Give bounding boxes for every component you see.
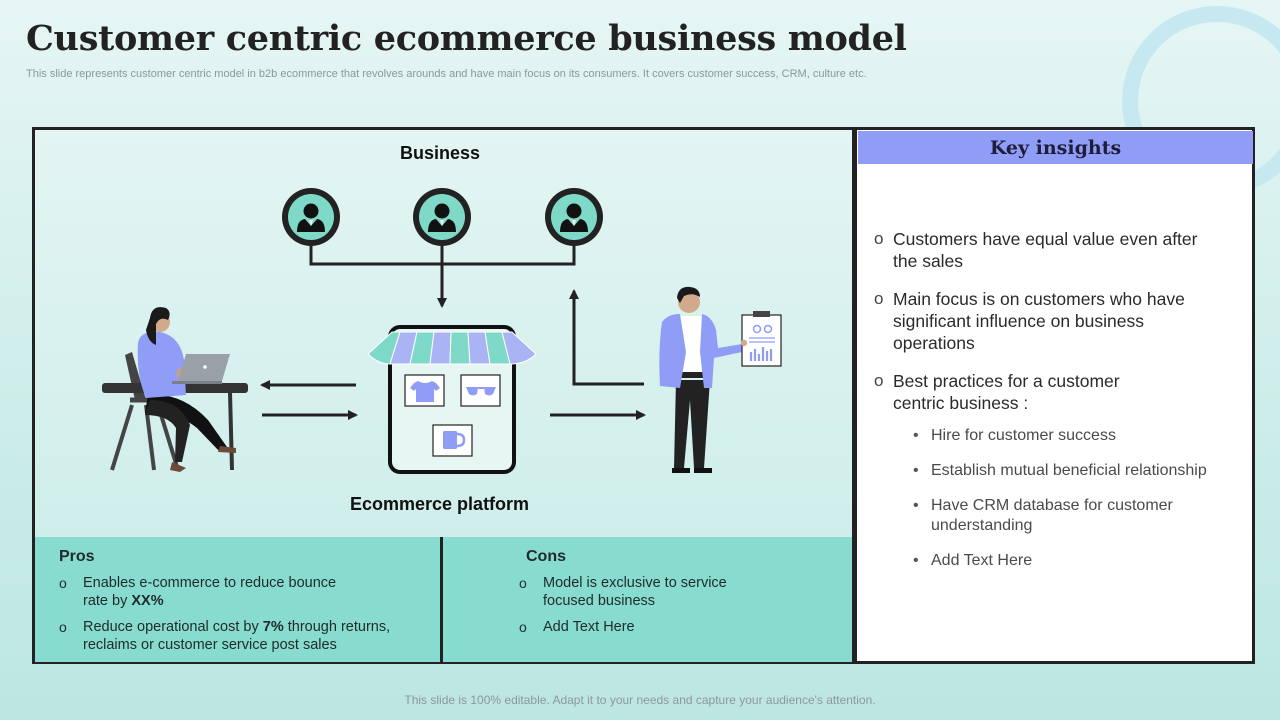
dot-bullet-icon: • (913, 427, 919, 444)
pros-item-line: rate by XX% (83, 592, 423, 610)
business-person-icon (282, 188, 340, 246)
business-person-icon (413, 188, 471, 246)
insight-line: significant influence on business (893, 311, 1144, 331)
insight-sub-point: • Add Text Here (871, 551, 1241, 571)
cons-item: o Model is exclusive to service focused … (519, 574, 833, 610)
page-title: Customer centric ecommerce business mode… (26, 18, 907, 59)
ecommerce-platform-label: Ecommerce platform (350, 494, 530, 514)
key-insights-list: o Customers have equal value even after … (871, 228, 1241, 586)
insight-line: Customers have equal value even after (893, 229, 1198, 249)
key-insights-header: Key insights (858, 131, 1253, 164)
insight-sub-point: • Have CRM database for customer underst… (871, 496, 1241, 536)
pros-title: Pros (59, 548, 95, 565)
circle-bullet-icon: o (59, 575, 67, 591)
insight-sub-line: Hire for customer success (931, 427, 1116, 444)
woman-laptop-icon (102, 307, 248, 472)
pros-item-text: rate by (83, 593, 132, 609)
pros-item-line: reclaims or customer service post sales (83, 637, 337, 653)
insight-sub-line: Establish mutual beneficial relationship (931, 462, 1207, 479)
insight-line: operations (893, 333, 975, 353)
dot-bullet-icon: • (913, 552, 919, 569)
pros-item-bold-value: 7% (262, 619, 284, 635)
insight-line: centric business : (893, 393, 1029, 413)
sunglasses-icon (460, 374, 501, 407)
circle-bullet-icon: o (874, 371, 884, 390)
circle-bullet-icon: o (874, 229, 884, 248)
circle-bullet-icon: o (519, 575, 527, 591)
insight-line: Main focus is on customers who have (893, 289, 1185, 309)
insight-sub-line: Have CRM database for customer (931, 497, 1173, 514)
circle-bullet-icon: o (59, 619, 67, 635)
business-connector-lines (309, 246, 576, 308)
cons-item: o Add Text Here (519, 618, 833, 636)
insight-point: o Customers have equal value even after … (871, 228, 1241, 272)
flow-arrows (260, 289, 646, 420)
cons-item-line: Add Text Here (543, 619, 635, 635)
insight-point: o Best practices for a customer centric … (871, 370, 1241, 414)
insight-sub-point: • Establish mutual beneficial relationsh… (871, 461, 1241, 481)
circle-bullet-icon: o (519, 619, 527, 635)
insight-sub-line: Add Text Here (931, 552, 1033, 569)
pros-item-text: Reduce operational cost by (83, 619, 263, 635)
circle-bullet-icon: o (874, 289, 884, 308)
insight-sub-point: • Hire for customer success (871, 426, 1241, 446)
cons-item-line: focused business (543, 593, 656, 609)
insight-line: Best practices for a customer (893, 371, 1120, 391)
cons-title: Cons (526, 548, 566, 565)
business-label: Business (400, 143, 481, 163)
insight-line: the sales (893, 251, 964, 271)
key-insights-panel: Key insights o Customers have equal valu… (854, 127, 1255, 664)
insight-point: o Main focus is on customers who have si… (871, 288, 1241, 354)
pros-item-bold-value: XX% (131, 593, 164, 609)
insight-sub-line: understanding (931, 517, 1033, 534)
cons-item-line: Model is exclusive to service (543, 575, 727, 591)
footer-note: This slide is 100% editable. Adapt it to… (404, 693, 876, 707)
business-person-icon (545, 188, 603, 246)
pros-section: Pros o Enables e-commerce to reduce boun… (35, 537, 443, 662)
pros-item: o Reduce operational cost by 7% through … (59, 618, 423, 654)
dot-bullet-icon: • (913, 462, 919, 479)
cons-section: Cons o Model is exclusive to service foc… (443, 537, 852, 662)
pros-item-text: through returns, (283, 619, 391, 635)
dot-bullet-icon: • (913, 497, 919, 514)
pros-item-line: Enables e-commerce to reduce bounce (83, 575, 337, 591)
page-subtitle: This slide represents customer centric m… (26, 68, 867, 80)
pros-item-line: Reduce operational cost by 7% through re… (83, 618, 423, 636)
mug-icon (432, 424, 473, 457)
pros-item: o Enables e-commerce to reduce bounce ra… (59, 574, 423, 610)
storefront-icon (367, 325, 537, 474)
tshirt-icon (404, 374, 445, 407)
man-clipboard-icon (659, 286, 782, 473)
